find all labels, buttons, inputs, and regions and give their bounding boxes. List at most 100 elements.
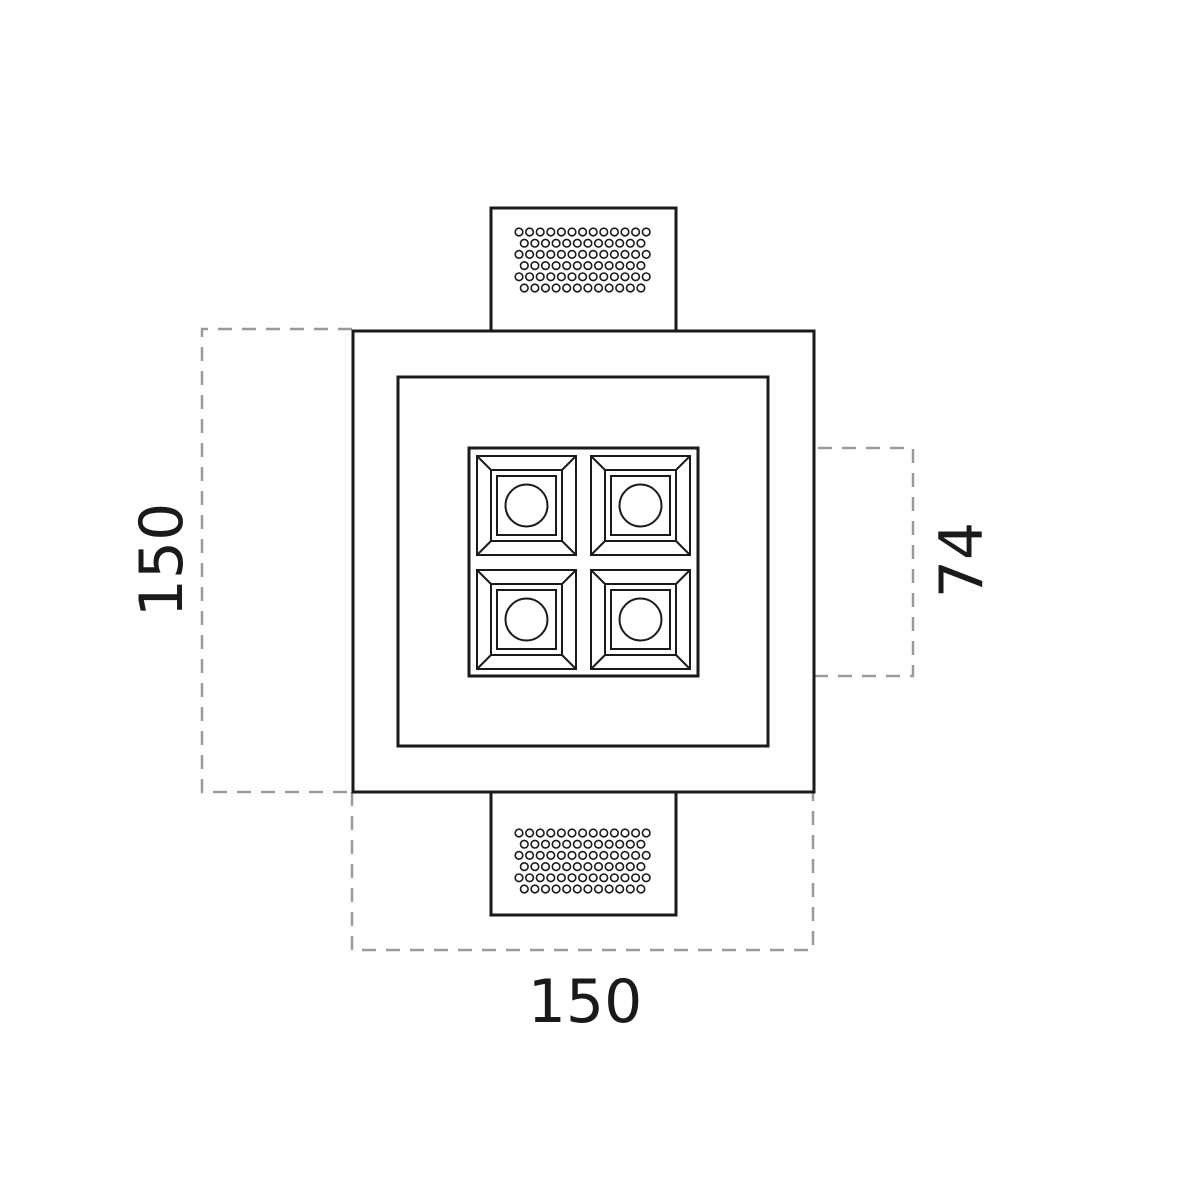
perforation-hole xyxy=(620,227,630,237)
perforation-hole xyxy=(615,238,625,248)
perforation-hole xyxy=(551,884,561,894)
perforation-hole xyxy=(535,249,545,259)
perforation-hole xyxy=(567,249,577,259)
perforation-hole xyxy=(583,261,593,271)
perforation-hole xyxy=(514,873,524,883)
perforation-hole xyxy=(593,861,604,872)
perforation-hole xyxy=(562,839,572,849)
perforation-hole xyxy=(551,839,561,849)
perforation-hole xyxy=(546,227,556,237)
perforation-hole xyxy=(567,850,577,861)
perforation-hole xyxy=(546,249,556,259)
perforation-hole xyxy=(514,850,524,861)
perforation-hole xyxy=(630,850,641,861)
perforation-hole xyxy=(577,249,588,259)
perforation-hole xyxy=(572,261,582,271)
perforation-hole xyxy=(604,839,614,849)
perforation-hole xyxy=(556,227,567,237)
perforation-hole xyxy=(641,249,651,259)
perforation-hole xyxy=(524,828,535,838)
perforation-hole xyxy=(636,839,646,849)
perforation-hole xyxy=(630,828,641,838)
perforation-hole xyxy=(551,283,561,293)
module-dimension-label: 74 xyxy=(927,522,997,598)
perforation-hole xyxy=(556,272,567,282)
perforation-hole xyxy=(577,828,588,838)
perforation-hole xyxy=(577,272,588,282)
perforation-hole xyxy=(514,227,524,237)
perforation-hole xyxy=(519,861,529,872)
perforation-hole xyxy=(514,828,524,838)
perforation-hole xyxy=(562,884,572,894)
perforation-hole xyxy=(604,861,614,872)
perforation-hole xyxy=(593,261,604,271)
perforation-hole xyxy=(609,227,620,237)
perforation-hole xyxy=(572,839,582,849)
perforation-hole xyxy=(583,283,593,293)
perforation-hole xyxy=(604,283,614,293)
perforation-hole xyxy=(630,227,641,237)
perforation-hole xyxy=(615,839,625,849)
perforation-hole xyxy=(599,850,609,861)
perforation-hole xyxy=(636,283,646,293)
led-lens xyxy=(504,483,549,528)
led-lens xyxy=(618,483,663,528)
perforation-hole xyxy=(562,283,572,293)
perforation-hole xyxy=(604,238,614,248)
width-dimension-label: 150 xyxy=(528,967,643,1037)
perforation-hole xyxy=(572,861,582,872)
perforation-hole xyxy=(620,828,630,838)
perforation-hole xyxy=(588,227,598,237)
perforation-hole xyxy=(540,261,551,271)
perforation-hole xyxy=(519,238,529,248)
perforation-hole xyxy=(546,828,556,838)
led-cell xyxy=(476,569,577,670)
perforation-hole xyxy=(551,261,561,271)
perforation-hole xyxy=(524,272,535,282)
perforation-hole xyxy=(562,861,572,872)
perforation-hole xyxy=(588,249,598,259)
perforation-hole xyxy=(615,283,625,293)
perforation-hole xyxy=(535,227,545,237)
perforation-hole xyxy=(625,861,635,872)
perforation-hole xyxy=(588,828,598,838)
perforation-hole xyxy=(599,272,609,282)
perforation-hole xyxy=(641,272,651,282)
perforation-hole xyxy=(593,283,604,293)
perforation-hole xyxy=(572,283,582,293)
perforation-hole xyxy=(641,850,651,861)
perforation-hole xyxy=(593,839,604,849)
perforation-hole xyxy=(546,873,556,883)
width-dimension-guide xyxy=(350,792,815,952)
perforation-hole xyxy=(567,227,577,237)
perforation-hole xyxy=(546,272,556,282)
perforation-hole xyxy=(577,850,588,861)
perforation-hole xyxy=(535,272,545,282)
perforation-hole xyxy=(625,238,635,248)
perforation-hole xyxy=(609,873,620,883)
perforation-hole xyxy=(524,227,535,237)
perforation-hole xyxy=(630,249,641,259)
perforation-hole xyxy=(540,238,551,248)
perforation-hole xyxy=(562,238,572,248)
perforation-hole xyxy=(588,850,598,861)
perforation-hole xyxy=(524,850,535,861)
perforation-hole xyxy=(540,861,551,872)
perforation-hole xyxy=(540,839,551,849)
led-cell xyxy=(590,569,691,670)
perforation-hole xyxy=(593,884,604,894)
perforation-hole xyxy=(609,249,620,259)
perforation-hole xyxy=(551,861,561,872)
led-lens xyxy=(618,597,663,642)
perforation-hole xyxy=(588,873,598,883)
perforation-hole xyxy=(620,873,630,883)
perforation-hole xyxy=(519,283,529,293)
perforation-hole xyxy=(641,873,651,883)
perforation-hole xyxy=(567,828,577,838)
perforation-hole xyxy=(583,884,593,894)
perforation-hole xyxy=(630,873,641,883)
led-cells xyxy=(476,455,691,670)
perforation-hole xyxy=(615,861,625,872)
perforation-hole xyxy=(620,249,630,259)
perforation-hole xyxy=(530,884,540,894)
